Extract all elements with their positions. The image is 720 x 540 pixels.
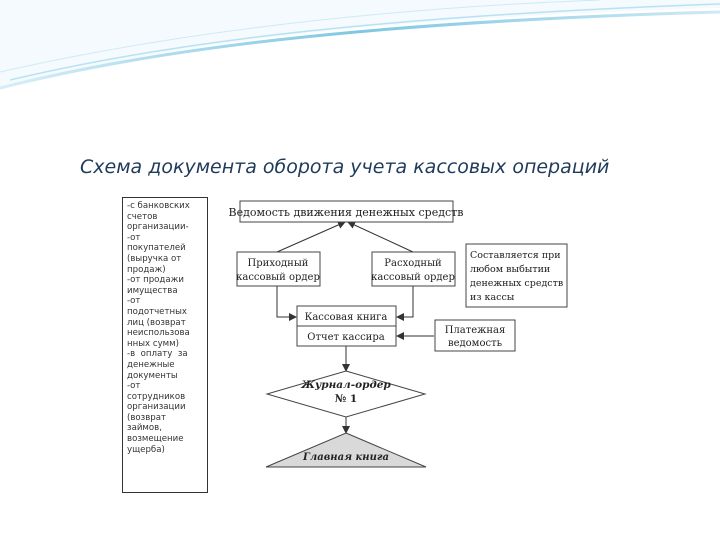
cash-sources-line: (возврат [127, 412, 167, 423]
slide-title: Схема документа оборота учета кассовых о… [80, 156, 610, 178]
header-swoosh [0, 0, 720, 90]
cash-sources-line: подотчетных [127, 306, 187, 317]
expense-note-box: Составляется при любом выбытии денежных … [465, 243, 568, 308]
journal-order-line1: Журнал-ордер [300, 379, 391, 391]
payroll-box: Платежная ведомость [434, 319, 516, 352]
cash-sources-line: сотрудников [127, 391, 186, 402]
cash-sources-line: неиспользова [127, 328, 190, 339]
general-ledger-triangle: Главная книга [265, 432, 427, 468]
income-order-line1: Приходный [248, 258, 309, 269]
flow-arrows [276, 221, 434, 434]
expense-order-line1: Расходный [384, 258, 442, 269]
income-order-box: Приходный кассовый ордер [236, 251, 321, 287]
cash-sources-line: счетов [127, 211, 158, 222]
expense-order-line2: кассовый ордер [371, 272, 455, 283]
arrow-income-to-cashbook [276, 286, 297, 321]
arrow-income-to-statement [276, 221, 346, 253]
cash-sources-line: денежные [127, 359, 175, 370]
payroll-line2: ведомость [448, 338, 503, 349]
income-order-line2: кассовый ордер [236, 272, 320, 283]
cash-sources-line: продаж) [127, 264, 166, 275]
cash-sources-line: организации- [127, 222, 189, 233]
general-ledger-label: Главная книга [302, 452, 389, 463]
cash-sources-line: -от [127, 232, 141, 243]
expense-note-line2: любом выбытии [470, 264, 550, 275]
cash-sources-line: -в оплату за [127, 349, 188, 360]
statement-label: Ведомость движения денежных средств [229, 206, 464, 219]
cashbook-box: Кассовая книга [296, 305, 397, 327]
cash-sources-line: займов, [127, 423, 162, 434]
cash-sources-line: организации [127, 402, 186, 413]
cash-sources-line: возмещение [127, 434, 184, 445]
cashbook-label: Кассовая книга [305, 312, 388, 323]
payroll-line1: Платежная [445, 325, 506, 336]
cash-sources-line: документы [127, 370, 178, 381]
journal-order-line2: № 1 [335, 393, 357, 405]
cash-sources-line: (выручка от [127, 253, 182, 264]
arrow-expense-to-cashbook [396, 286, 414, 321]
cash-sources-line: -от [127, 296, 141, 307]
expense-note-line1: Составляется при [470, 250, 561, 261]
cash-sources-line: имущества [127, 285, 178, 296]
expense-note-line4: из кассы [470, 292, 515, 303]
cashier-report-box: Отчет кассира [296, 325, 397, 347]
statement-box: Ведомость движения денежных средств [229, 200, 464, 223]
cash-sources-line: покупателей [127, 243, 186, 254]
arrow-expense-to-statement [347, 221, 414, 253]
cashier-report-label: Отчет кассира [307, 332, 384, 343]
cash-sources-line: лиц (возврат [127, 317, 186, 328]
cash-sources-line: -с банковских [127, 201, 190, 211]
journal-order-diamond: Журнал-ордер № 1 [265, 370, 427, 418]
cash-sources-line: -от продажи [127, 275, 184, 286]
cash-sources-line: нных сумм) [127, 338, 179, 349]
expense-order-box: Расходный кассовый ордер [371, 251, 456, 287]
expense-note-line3: денежных средств [470, 278, 563, 289]
cash-sources-line: -от [127, 381, 141, 392]
cash-sources-line: ущерба) [127, 444, 165, 455]
